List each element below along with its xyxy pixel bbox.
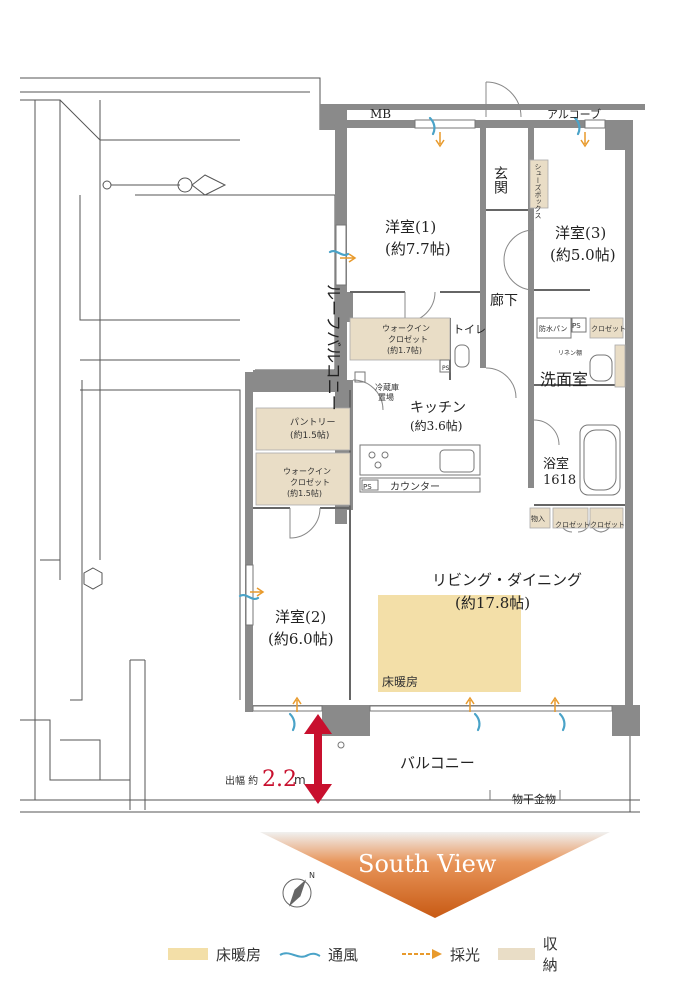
wic2-line1: ウォークイン [283, 467, 331, 476]
wave-icon [328, 250, 350, 256]
linen-label: リネン棚 [558, 349, 582, 357]
drying-rack-label: 物干金物 [512, 792, 556, 806]
legend-daylight: 採光 [400, 940, 480, 968]
depth-value: 2.2 [262, 767, 297, 792]
compass-north-label: N [309, 871, 315, 880]
balcony-label: バルコニー [400, 754, 475, 772]
wic2-line3: (約1.5帖) [287, 488, 322, 498]
ps-label: PS [442, 365, 450, 372]
south-view-label: South View [358, 850, 497, 878]
mb-label: MB [370, 107, 391, 121]
arrow-icon [465, 696, 475, 712]
stove-burner-icon [368, 451, 376, 459]
legend: 床暖房 通風 採光 収納 [150, 935, 570, 974]
wave-icon [473, 712, 481, 732]
hallway-label: 廊下 [490, 292, 518, 309]
room2-name: 洋室(2) [275, 608, 326, 626]
pantry-line2: (約1.5帖) [290, 429, 329, 441]
floor-heating-area [378, 595, 521, 692]
room1-name: 洋室(1) [385, 218, 436, 236]
storage-areas [255, 159, 626, 529]
legend-ventilation-label: 通風 [328, 945, 359, 964]
ps-label: PS [363, 483, 372, 491]
room3-size: (約5.0帖) [550, 246, 616, 264]
ventilation-symbols [238, 116, 581, 732]
arrow-icon [250, 587, 265, 597]
floor-heating-swatch-icon [168, 948, 208, 960]
wave-icon [428, 116, 436, 136]
bath-size: 1618 [543, 473, 576, 488]
kitchen-fixtures [359, 444, 481, 493]
counter-label: カウンター [390, 481, 440, 493]
closet-label: クロゼット [591, 324, 626, 333]
alcove-label: アルコーブ [547, 107, 601, 121]
arrow-icon [580, 132, 590, 148]
wave-icon [288, 712, 296, 732]
site-outline [20, 77, 640, 813]
living-size: (約17.8帖) [455, 594, 530, 612]
wic2-line2: クロゼット [290, 477, 330, 487]
depth-prefix: 出幅 約 [225, 774, 258, 787]
kitchen-name: キッチン [410, 400, 466, 416]
legend-floor-heating: 床暖房 [168, 940, 261, 968]
balcony-depth-arrow [304, 714, 332, 804]
fridge-line2: 置場 [378, 392, 394, 402]
room2-size: (約6.0帖) [268, 630, 334, 648]
hexagon-post-icon [83, 567, 103, 590]
storage-in-label: 物入 [531, 514, 545, 523]
wave-icon [573, 116, 581, 136]
wic1-line1: ウォークイン [382, 324, 430, 333]
wic1-line2: クロゼット [388, 334, 428, 344]
daylight-symbols [250, 132, 590, 712]
sink-icon [439, 449, 475, 473]
living-name: リビング・ダイニング [432, 571, 582, 589]
fridge-line1: 冷蔵庫 [375, 382, 399, 392]
south-view-banner [260, 832, 610, 918]
legend-storage-label: 収納 [542, 935, 558, 974]
floor-heating-label: 床暖房 [382, 674, 418, 689]
legend-daylight-label: 採光 [450, 945, 481, 964]
closet-label: クロゼット [555, 520, 590, 529]
room1-size: (約7.7帖) [385, 240, 451, 258]
bath-fixtures [354, 317, 621, 496]
toilet-label: トイレ [453, 323, 486, 336]
room3-name: 洋室(3) [555, 224, 606, 242]
shoes-box-label: シューズボックス [534, 163, 542, 219]
waterproof-pan-label: 防水パン [539, 324, 567, 333]
wave-icon [279, 952, 321, 958]
compass-icon [282, 878, 312, 908]
arrow-icon [550, 696, 560, 712]
roof-balcony-label: ルーフバルコニー [324, 284, 343, 411]
wic1-line3: (約1.7帖) [387, 345, 422, 355]
bath-name: 浴室 [543, 456, 569, 472]
antenna-icon [102, 174, 227, 196]
arrow-icon [292, 696, 302, 712]
washroom-label: 洗面室 [540, 370, 588, 389]
toilet-icon [454, 344, 470, 368]
legend-ventilation: 通風 [278, 940, 358, 968]
closet-label: クロゼット [590, 520, 625, 529]
kitchen-size: (約3.6帖) [410, 418, 462, 433]
entrance-label: 玄関 [492, 165, 508, 195]
legend-storage: 収納 [498, 935, 570, 974]
pantry-line1: パントリー [290, 417, 335, 428]
arrow-icon [340, 253, 357, 263]
storage-swatch-icon [498, 948, 535, 960]
arrow-icon [402, 949, 442, 959]
depth-unit: m [294, 773, 306, 787]
ps-label: PS [572, 322, 581, 330]
arrow-icon [435, 132, 445, 148]
drying-rack-marker [337, 741, 561, 800]
legend-floor-heating-label: 床暖房 [216, 945, 262, 964]
wave-icon [238, 594, 260, 600]
interior-walls [253, 209, 625, 700]
wave-icon [558, 712, 566, 732]
